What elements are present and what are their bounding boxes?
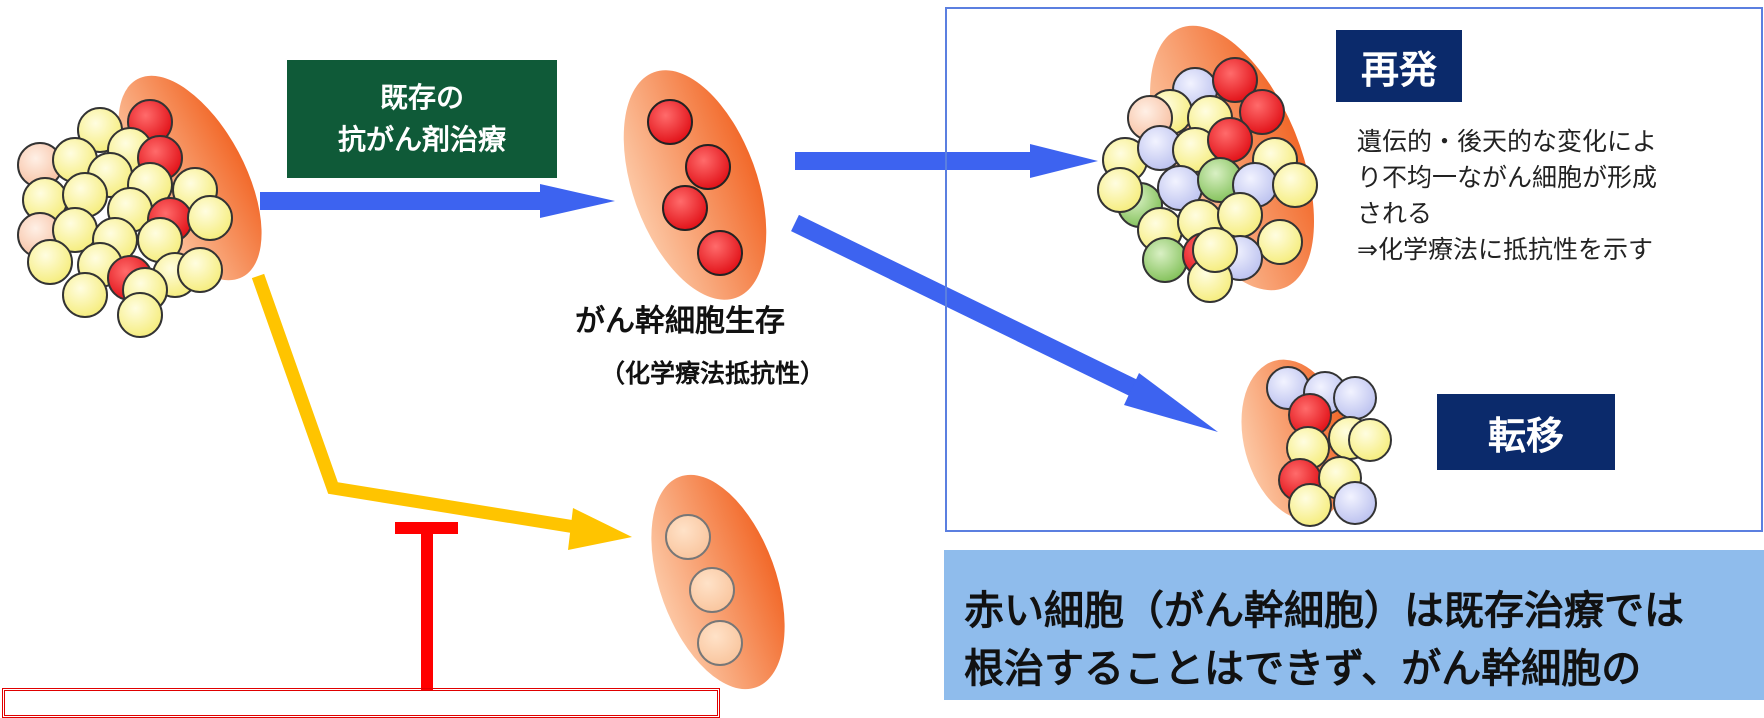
- treatment-line2: 抗がん剤治療: [337, 123, 506, 156]
- cell: [1333, 481, 1377, 525]
- cell: [1212, 57, 1258, 103]
- tumor-metastasis: [1241, 359, 1392, 527]
- cell: [1239, 89, 1285, 135]
- treatment-line1: 既存の: [379, 81, 464, 114]
- tumor-eradicated: [651, 474, 785, 690]
- relapse-description: 遺伝的・後天的な変化によ り不均一ながん細胞が形成 される ⇒化学療法に抵抗性を…: [1357, 124, 1657, 268]
- cell: [1192, 227, 1238, 273]
- summary-line1: 赤い細胞（がん幹細胞）は既存治療では: [964, 588, 1684, 634]
- cell: [117, 292, 163, 338]
- cell: [1272, 162, 1318, 208]
- metastasis-badge: 転移: [1437, 394, 1615, 470]
- relapse-desc-line1: 遺伝的・後天的な変化によ: [1357, 127, 1658, 156]
- arrow-metastasis: [791, 214, 1152, 404]
- relapse-desc-line4: ⇒化学療法に抵抗性を示す: [1357, 235, 1653, 264]
- inhibition-marker: [395, 522, 458, 690]
- summary-line2: 根治することはできず、がん幹細胞の: [964, 646, 1642, 692]
- tumor-initial: [17, 75, 262, 338]
- arrows: [251, 144, 1218, 550]
- cell: [187, 195, 233, 241]
- summary-box: 赤い細胞（がん幹細胞）は既存治療では 根治することはできず、がん幹細胞の: [944, 550, 1764, 700]
- tumor-relapse: [1097, 25, 1318, 303]
- diagram-canvas: [17, 25, 1392, 690]
- cell: [27, 239, 73, 285]
- relapse-badge: 再発: [1336, 30, 1462, 102]
- cell: [1348, 418, 1392, 462]
- cell: [62, 272, 108, 318]
- tumor-survivor: [623, 70, 767, 300]
- alt-therapy-box: [2, 688, 720, 718]
- survivor-title: がん幹細胞生存: [575, 304, 785, 339]
- relapse-desc-line3: される: [1357, 199, 1433, 228]
- treatment-box: 既存の 抗がん剤治療: [287, 60, 557, 178]
- cell: [1257, 219, 1303, 265]
- cell: [1288, 483, 1332, 527]
- arrow-alt-therapy: [251, 273, 577, 534]
- cell: [177, 247, 223, 293]
- survivor-subtitle: （化学療法抵抗性）: [600, 359, 826, 388]
- outcome-frame: [945, 7, 1763, 532]
- relapse-desc-line2: り不均一ながん細胞が形成: [1357, 163, 1658, 192]
- cell: [1097, 167, 1143, 213]
